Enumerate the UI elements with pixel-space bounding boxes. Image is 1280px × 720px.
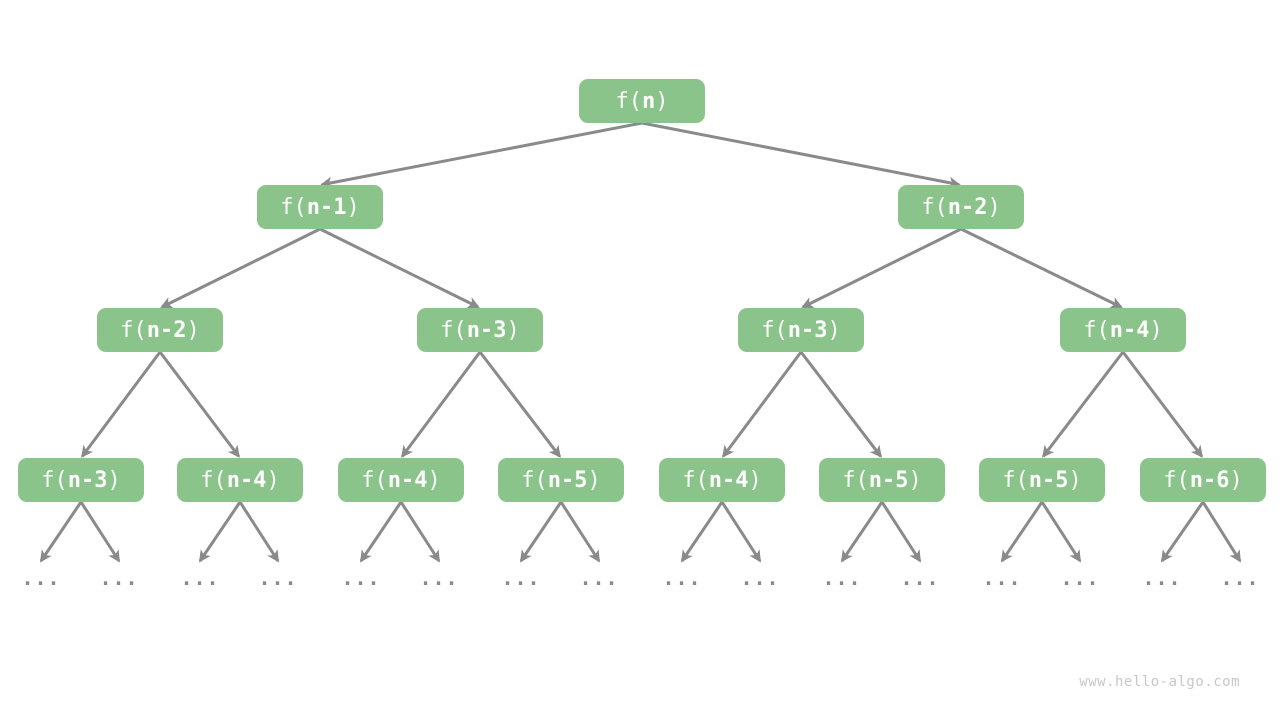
tree-node: f(n-4) xyxy=(177,458,303,502)
tree-node: f(n-4) xyxy=(338,458,464,502)
ellipsis: ... xyxy=(982,566,1022,590)
edge-arrow xyxy=(801,227,962,309)
tree-node: f(n-3) xyxy=(738,308,864,352)
node-label: f(n-5) xyxy=(1002,467,1082,493)
edge-arrow xyxy=(960,227,1123,309)
watermark: www.hello-algo.com xyxy=(1079,674,1240,690)
edge-arrow xyxy=(80,351,162,458)
tree-node: f(n-2) xyxy=(97,308,223,352)
leaf-arrow xyxy=(39,501,83,563)
ellipsis: ... xyxy=(180,566,220,590)
node-label: f(n-3) xyxy=(440,317,520,343)
node-label: f(n-4) xyxy=(361,467,441,493)
node-label: f(n-3) xyxy=(761,317,841,343)
ellipsis: ... xyxy=(21,566,61,590)
leaf-arrow xyxy=(1201,501,1242,563)
tree-node: f(n-3) xyxy=(18,458,144,502)
ellipsis: ... xyxy=(99,566,139,590)
ellipsis: ... xyxy=(1060,566,1100,590)
leaf-arrow xyxy=(880,501,922,563)
leaf-arrow xyxy=(399,501,441,563)
ellipsis: ... xyxy=(900,566,940,590)
leaf-arrow xyxy=(680,501,724,563)
ellipsis: ... xyxy=(341,566,381,590)
leaf-arrow xyxy=(1160,501,1205,563)
ellipsis: ... xyxy=(579,566,619,590)
tree-node: f(n-4) xyxy=(659,458,785,502)
edge-arrow xyxy=(1042,351,1125,458)
edge-arrow xyxy=(721,351,803,458)
ellipsis: ... xyxy=(1142,566,1182,590)
leaf-arrow xyxy=(1000,501,1044,563)
ellipsis: ... xyxy=(258,566,298,590)
leaf-arrow xyxy=(559,501,601,563)
leaf-arrow xyxy=(238,501,280,563)
leaf-arrow xyxy=(720,501,762,563)
node-label: f(n-4) xyxy=(1083,317,1163,343)
tree-node: f(n-4) xyxy=(1060,308,1186,352)
leaf-arrow xyxy=(1040,501,1082,563)
node-label: f(n-4) xyxy=(682,467,762,493)
edge-arrow xyxy=(158,351,240,458)
leaf-arrow xyxy=(840,501,884,563)
edge-arrow xyxy=(641,121,961,189)
ellipsis: ... xyxy=(1220,566,1260,590)
node-label: f(n-4) xyxy=(200,467,280,493)
node-label: f(n-5) xyxy=(521,467,601,493)
ellipsis: ... xyxy=(419,566,459,590)
ellipsis: ... xyxy=(662,566,702,590)
tree-node: f(n-2) xyxy=(898,185,1024,229)
edge-arrow xyxy=(478,351,561,458)
node-label: f(n-2) xyxy=(120,317,200,343)
tree-node: f(n-5) xyxy=(498,458,624,502)
node-label: f(n-5) xyxy=(842,467,922,493)
tree-node: f(n) xyxy=(579,79,705,123)
ellipsis: ... xyxy=(501,566,541,590)
tree-node: f(n-5) xyxy=(819,458,945,502)
leaf-arrow xyxy=(79,501,121,563)
edge-arrow xyxy=(160,227,321,309)
leaf-arrow xyxy=(198,501,242,563)
ellipsis: ... xyxy=(740,566,780,590)
edge-arrow xyxy=(319,227,480,309)
node-label: f(n-6) xyxy=(1163,467,1243,493)
edge-arrow xyxy=(320,121,643,189)
node-label: f(n) xyxy=(615,88,669,114)
node-label: f(n-2) xyxy=(921,194,1001,220)
edge-arrow xyxy=(400,351,482,458)
edge-arrow xyxy=(799,351,882,458)
ellipsis: ... xyxy=(822,566,862,590)
tree-node: f(n-3) xyxy=(417,308,543,352)
node-label: f(n-3) xyxy=(41,467,121,493)
tree-node: f(n-5) xyxy=(979,458,1105,502)
edge-arrow xyxy=(1121,351,1203,458)
leaf-arrow xyxy=(519,501,563,563)
leaf-arrow xyxy=(359,501,403,563)
node-label: f(n-1) xyxy=(280,194,360,220)
tree-node: f(n-6) xyxy=(1140,458,1266,502)
tree-node: f(n-1) xyxy=(257,185,383,229)
